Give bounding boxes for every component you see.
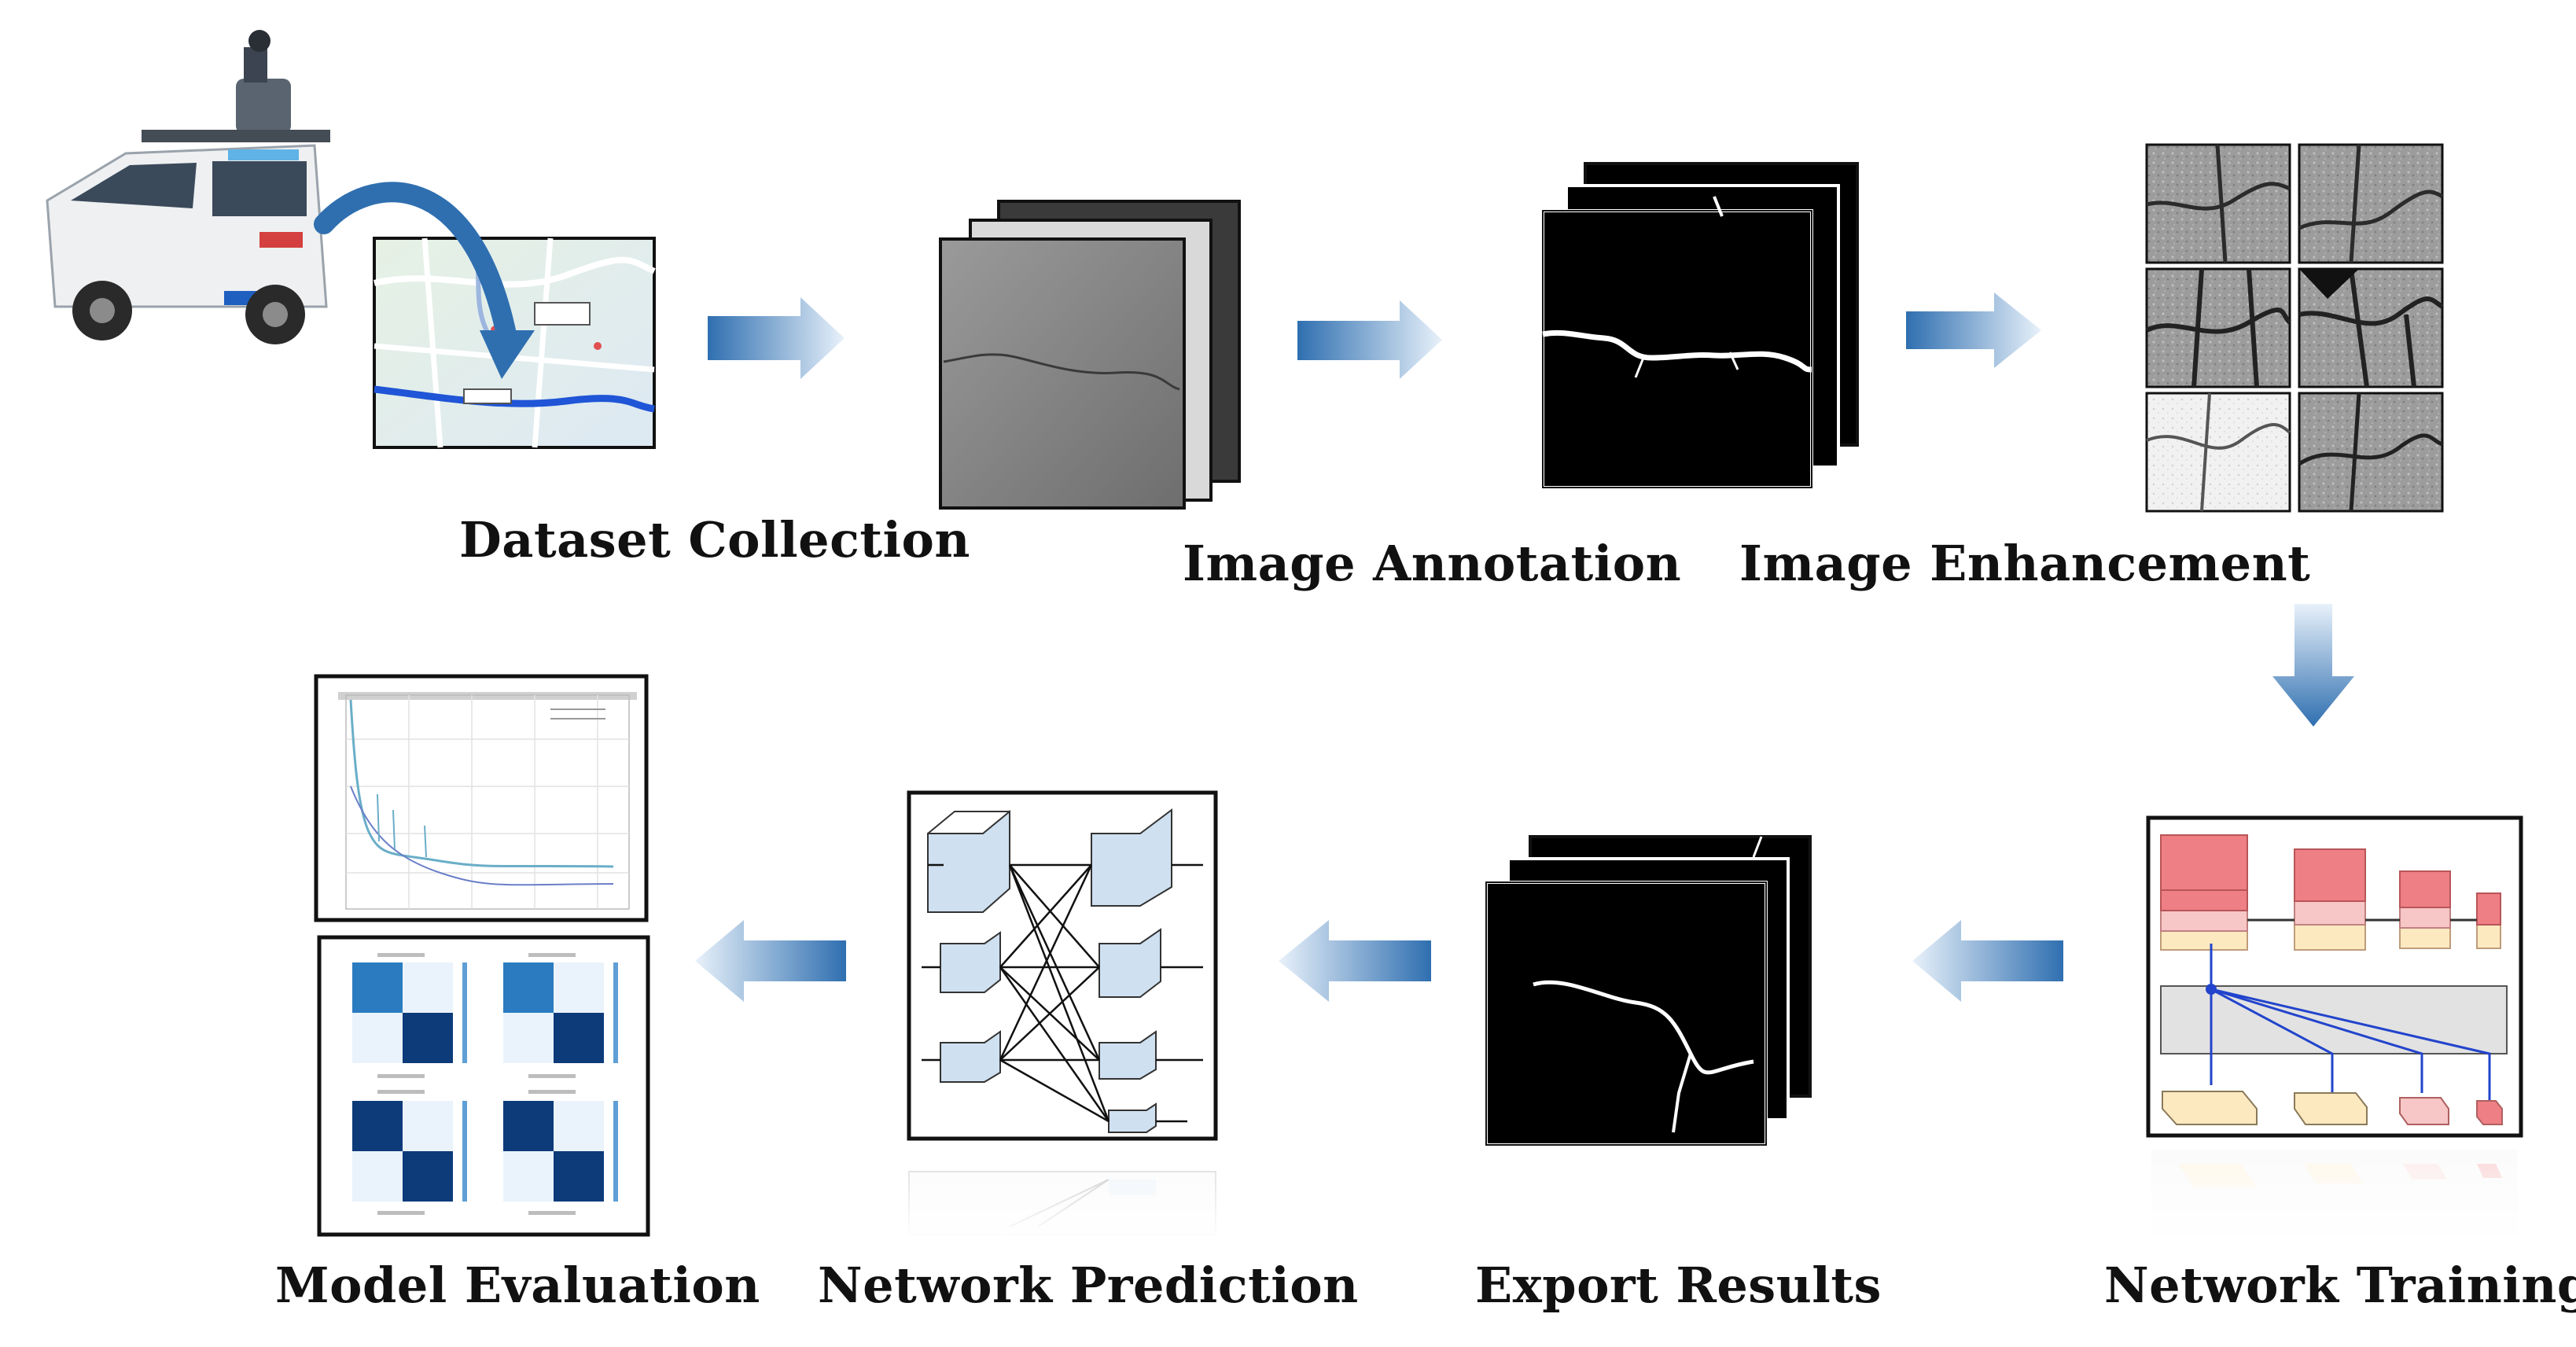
enhancement-grid (2145, 143, 2444, 513)
stage-label-export-results: Export Results (1475, 1257, 1882, 1314)
flow-arrow-icon (1297, 300, 1442, 379)
stage-label-image-enhancement: Image Enhancement (1739, 535, 2311, 592)
map-icon (373, 237, 656, 449)
stage-label-model-evaluation: Model Evaluation (275, 1257, 760, 1314)
evaluation-plots (314, 674, 650, 1237)
prediction-network-diagram (904, 790, 1220, 1241)
stage-label-dataset-collection: Dataset Collection (459, 511, 970, 569)
flow-arrow-icon (708, 297, 845, 379)
stage-label-network-training: Network Training (2104, 1257, 2576, 1314)
van-to-map-arrow (314, 182, 535, 379)
annotation-mask-stack (1541, 162, 1859, 489)
flow-arrow-icon (1906, 293, 2041, 368)
stage-label-network-prediction: Network Prediction (818, 1257, 1359, 1314)
van-icon (27, 30, 373, 377)
image-stack (939, 200, 1241, 510)
flow-arrow-icon (1279, 920, 1431, 1002)
flow-arrow-icon (2272, 604, 2354, 727)
flow-arrow-icon (695, 920, 846, 1002)
stage-label-image-annotation: Image Annotation (1183, 535, 1682, 592)
export-mask-stack (1485, 835, 1812, 1146)
flow-arrow-icon (1912, 920, 2063, 1002)
training-network-diagram (2146, 815, 2524, 1244)
